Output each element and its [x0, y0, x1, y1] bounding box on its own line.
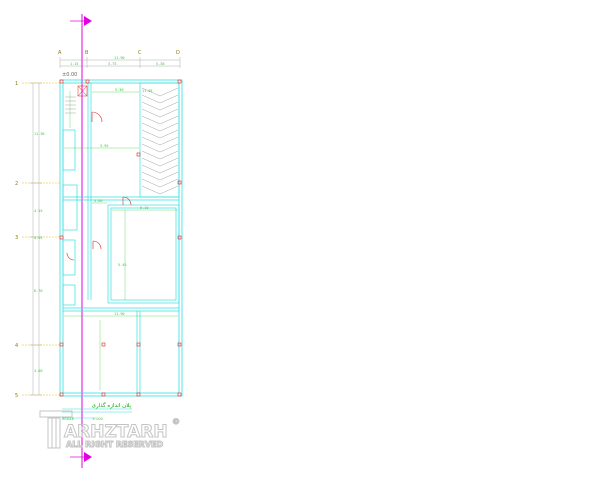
plan-title: پلان اندازه گذاری — [92, 402, 132, 409]
dim-left-4: 8.70 — [34, 289, 42, 293]
dim-room-3: 6.10 — [140, 206, 148, 210]
watermark-logo — [39, 410, 73, 449]
grid-row-5: 5 — [15, 393, 18, 399]
scale-label: SCALE — [62, 416, 75, 421]
door-swings — [66, 111, 132, 261]
title-block — [62, 408, 132, 419]
grid-col-b: B — [85, 50, 89, 56]
interior-walls — [62, 82, 180, 393]
dim-room-4: 4.60 — [94, 199, 102, 203]
dim-top-2: 3.75 — [108, 62, 116, 66]
dim-top-3: 5.30 — [156, 62, 164, 66]
dim-left-2: 4.55 — [34, 209, 42, 213]
grid-col-a: A — [58, 50, 62, 56]
top-dimension-chain — [59, 57, 181, 68]
dim-room-6: 11.90 — [114, 312, 125, 316]
watermark-copyright: © — [172, 417, 180, 426]
dim-left-3: 4.55 — [34, 236, 42, 240]
dim-room-5: 5.45 — [118, 263, 126, 267]
scale-value: 1:100 — [92, 416, 104, 421]
ramp-hatch — [141, 87, 179, 195]
dim-room-2: 3.95 — [100, 144, 108, 148]
grid-row-4: 4 — [15, 343, 18, 349]
level-tag: ±0.00 — [62, 72, 77, 78]
grid-row-1: 1 — [15, 81, 18, 87]
grid-col-c: C — [138, 50, 142, 56]
elevator-shaft — [77, 85, 88, 97]
interior-dimension-lines — [64, 91, 178, 390]
watermark-rights: ALL RIGHT RESERVED — [66, 440, 163, 449]
dim-right-room: 11.05 — [142, 89, 153, 93]
grid-row-2: 2 — [15, 181, 18, 187]
dim-room-1: 5.30 — [115, 88, 123, 92]
dim-top-1: 1.15 — [70, 62, 78, 66]
exterior-walls — [59, 79, 183, 397]
section-arrow-bottom — [84, 452, 92, 462]
grid-row-3: 3 — [15, 235, 18, 241]
stair-top-left — [65, 96, 76, 114]
dim-left-1: 11.30 — [34, 132, 45, 136]
dim-overall-width: 11.90 — [114, 56, 125, 60]
watermark-brand: ARHZTARH — [64, 422, 168, 442]
left-dimension-chain — [30, 82, 42, 396]
structural-columns — [59, 79, 182, 397]
dim-left-5: 4.00 — [34, 369, 42, 373]
grid-col-d: D — [176, 50, 180, 56]
section-arrow-top — [84, 16, 92, 26]
